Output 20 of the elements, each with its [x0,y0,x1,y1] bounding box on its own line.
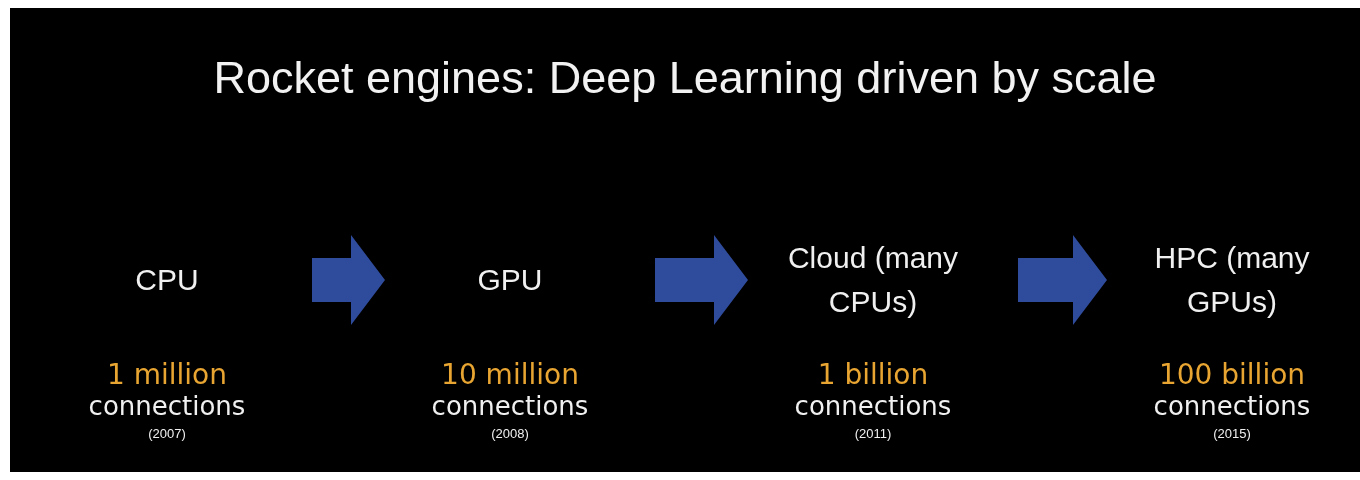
year-text: (2011) [854,426,892,442]
node-heading: GPU [477,262,543,298]
block-arrow [655,235,748,325]
highlight-figure: 1 million [107,358,227,392]
unit-text: connections [88,390,246,422]
node-heading: Cloud (many CPUs) [786,240,960,320]
block-arrow [312,235,385,325]
highlight-figure: 10 million [441,358,579,392]
node-heading: HPC (many GPUs) [1153,240,1311,320]
unit-text: connections [431,390,589,422]
title: Rocket engines: Deep Learning driven by scale [213,52,1157,103]
unit-text: connections [794,390,952,422]
year-text: (2007) [148,426,186,442]
node-heading: CPU [135,262,199,298]
highlight-figure: 100 billion [1158,358,1306,392]
highlight-figure: 1 billion [817,358,929,392]
year-text: (2008) [491,426,529,442]
unit-text: connections [1153,390,1311,422]
year-text: (2015) [1213,426,1251,442]
block-arrow [1018,235,1107,325]
